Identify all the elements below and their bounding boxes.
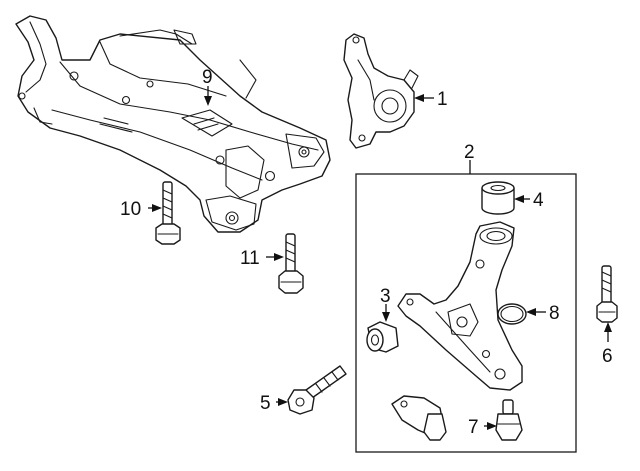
callout-3: 3 [380, 286, 391, 307]
callout-11: 11 [240, 248, 260, 269]
bolt-10 [155, 181, 181, 245]
callout-numbers: 1 2 3 4 5 6 7 8 9 10 11 [120, 67, 613, 438]
callout-1: 1 [437, 89, 448, 110]
bolt-5 [287, 365, 347, 415]
callout-10: 10 [120, 199, 141, 220]
lower-arm-assembly-box [355, 173, 577, 453]
callout-4: 4 [533, 190, 544, 211]
callout-6: 6 [602, 346, 613, 367]
callout-2: 2 [464, 142, 475, 163]
crossmember-subframe [15, 15, 331, 233]
ball-joint-bracket [391, 395, 447, 441]
callout-9: 9 [202, 67, 213, 88]
snap-ring-8 [497, 303, 527, 325]
callout-7: 7 [468, 417, 479, 438]
bolt-6 [596, 265, 618, 323]
bushing-3 [366, 321, 399, 353]
callout-8: 8 [549, 303, 560, 324]
bushing-4 [481, 181, 515, 215]
callout-5: 5 [260, 393, 271, 414]
lower-control-arm [397, 221, 523, 391]
leader-lines [148, 86, 612, 430]
steering-knuckle [343, 33, 419, 149]
bolt-11 [278, 233, 304, 294]
ball-joint-7 [495, 399, 523, 441]
